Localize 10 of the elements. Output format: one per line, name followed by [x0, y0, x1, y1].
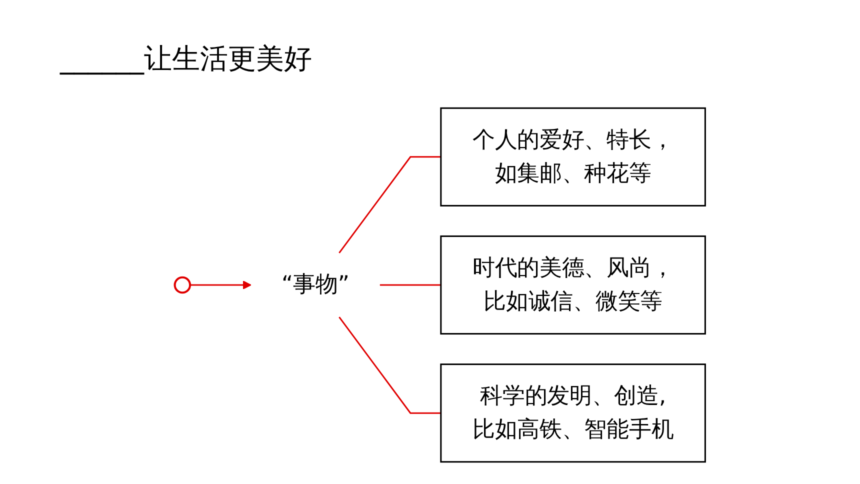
- arrow: [190, 280, 252, 290]
- connector: [338, 316, 441, 414]
- node-circle: [174, 276, 192, 294]
- node-box: 科学的发明、创造,比如高铁、智能手机: [440, 364, 706, 463]
- node-text: “事物”: [282, 272, 350, 298]
- connector: [338, 156, 441, 254]
- node-box: 个人的爱好、特长，如集邮、种花等: [440, 107, 706, 206]
- title: ______让生活更美好: [60, 41, 312, 77]
- connector: [380, 284, 441, 286]
- node-box: 时代的美德、风尚，比如诚信、微笑等: [440, 235, 706, 335]
